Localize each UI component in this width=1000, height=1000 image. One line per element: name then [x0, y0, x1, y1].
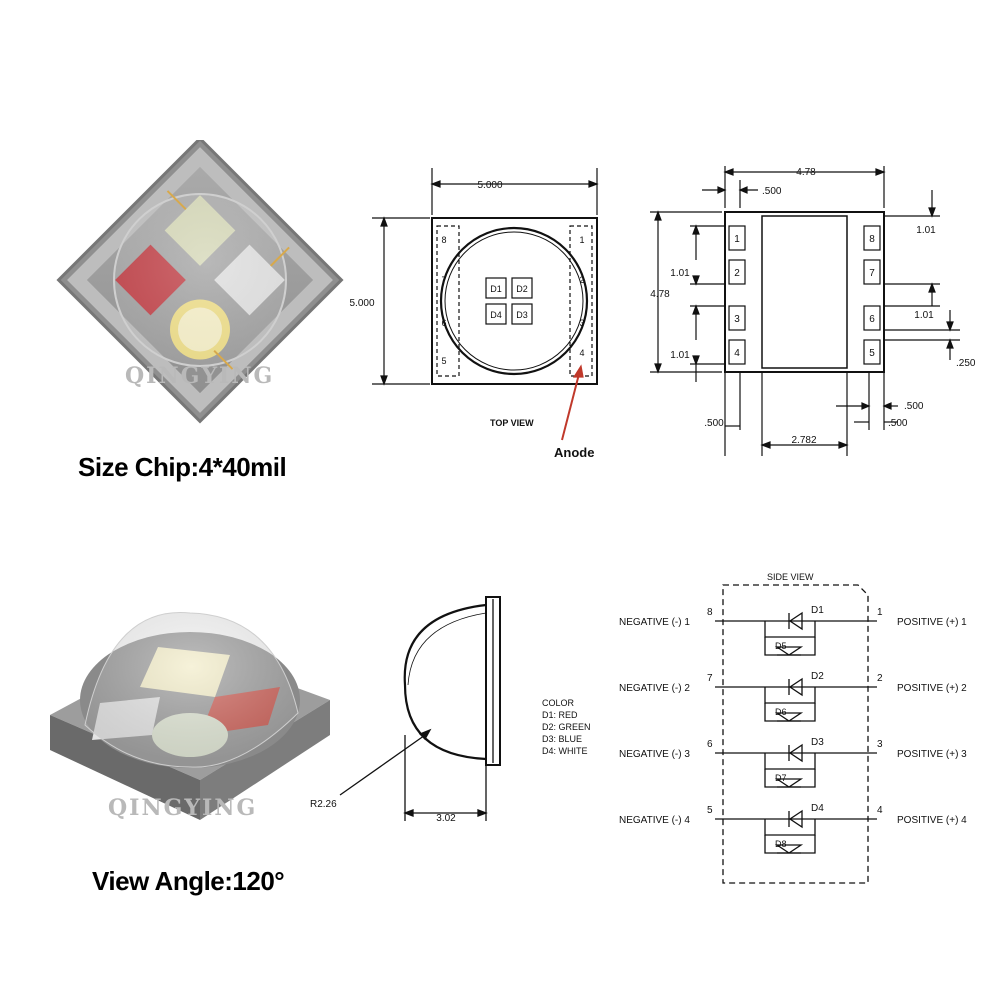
pin-number: 7	[707, 673, 713, 684]
pin-number: 5	[707, 805, 713, 816]
pin-label: 2	[579, 275, 584, 285]
pad-offset-dim: .500	[762, 186, 782, 197]
pad-number: 6	[869, 314, 875, 325]
die-label: D1	[490, 284, 502, 294]
pin-label: 5	[441, 356, 446, 366]
die-label: D2	[516, 284, 528, 294]
pad-pitch-dim: 1.01	[916, 225, 936, 236]
pad-bottom-dim: .500	[888, 418, 908, 429]
pad-layout-drawing: 4.78 .500 4.78 1 2 3 4 8 7 6 5 1.01 1.01…	[650, 166, 976, 456]
channel-2-circuit	[715, 677, 877, 722]
pad-bottom-dim: .500	[904, 401, 924, 412]
pin-number: 3	[877, 739, 883, 750]
led-designator: D1	[811, 605, 824, 616]
led-designator: D3	[811, 737, 824, 748]
led-designator: D4	[811, 803, 824, 814]
pad-number: 8	[869, 234, 875, 245]
tvs-designator: D5	[775, 641, 787, 651]
pin-label: 4	[579, 348, 584, 358]
positive-terminal-label: POSITIVE (+) 2	[897, 683, 967, 694]
channel-4-circuit	[715, 809, 877, 854]
side-view-label: SIDE VIEW	[767, 572, 814, 582]
led-designator: D2	[811, 671, 824, 682]
negative-terminal-label: NEGATIVE (-) 3	[619, 749, 690, 760]
pad-edge-dim: .250	[956, 358, 976, 369]
positive-terminal-label: POSITIVE (+) 3	[897, 749, 967, 760]
led-package-photo-top: QINGYING	[56, 140, 344, 424]
pad-height-dim: 4.78	[650, 289, 670, 300]
pad-bottom-dim: .500	[704, 418, 724, 429]
tvs-designator: D7	[775, 773, 787, 783]
color-legend-title: COLOR	[542, 698, 575, 708]
pin-number: 1	[877, 607, 883, 618]
pad-number: 1	[734, 234, 740, 245]
lens-height-dim: 3.02	[436, 813, 456, 824]
pin-number: 8	[707, 607, 713, 618]
channel-1-circuit	[715, 611, 877, 656]
negative-terminal-label: NEGATIVE (-) 1	[619, 617, 690, 628]
color-legend-item: D3: BLUE	[542, 734, 582, 744]
led-package-photo-angled: QINGYING	[50, 612, 330, 821]
circuit-schematic: SIDE VIEW NEGATIVE (-) 1 8 1 POSITIVE (+…	[619, 572, 967, 884]
pad-number: 3	[734, 314, 740, 325]
lens-side-view-drawing: R2.26 3.02 COLOR D1: RED D2: GREEN D3: B…	[310, 596, 591, 824]
pad-pitch-dim: 1.01	[670, 350, 690, 361]
pin-number: 2	[877, 673, 883, 684]
top-view-label: TOP VIEW	[490, 418, 534, 428]
color-legend-item: D2: GREEN	[542, 722, 591, 732]
pad-bottom-dim: 2.782	[791, 435, 816, 446]
positive-terminal-label: POSITIVE (+) 1	[897, 617, 967, 628]
pin-number: 4	[877, 805, 883, 816]
color-legend-item: D1: RED	[542, 710, 578, 720]
die-label: D3	[516, 310, 528, 320]
color-legend-item: D4: WHITE	[542, 746, 588, 756]
pin-label: 6	[441, 318, 446, 328]
pad-number: 5	[869, 348, 875, 359]
watermark-text: QINGYING	[108, 795, 257, 821]
tvs-designator: D8	[775, 839, 787, 849]
anode-label: Anode	[554, 445, 594, 460]
pad-pitch-dim: 1.01	[670, 268, 690, 279]
pin-label: 3	[579, 318, 584, 328]
lens-radius-dim: R2.26	[310, 799, 337, 810]
top-view-drawing: 5.000 5.000 8 7 6 5 1 2 3 4 D1 D2 D4 D3 …	[349, 168, 599, 460]
pad-width-dim: 4.78	[796, 167, 816, 178]
pin-label: 8	[441, 235, 446, 245]
die-label: D4	[490, 310, 502, 320]
negative-terminal-label: NEGATIVE (-) 2	[619, 683, 690, 694]
pin-label: 7	[441, 275, 446, 285]
tvs-designator: D6	[775, 707, 787, 717]
pin-label: 1	[579, 235, 584, 245]
watermark-text: QINGYING	[125, 363, 274, 389]
top-height-dim: 5.000	[349, 298, 374, 309]
pad-pitch-dim: 1.01	[914, 310, 934, 321]
pad-number: 2	[734, 268, 740, 279]
pin-number: 6	[707, 739, 713, 750]
pad-number: 7	[869, 268, 875, 279]
chip-size-caption: Size Chip:4*40mil	[78, 452, 287, 482]
negative-terminal-label: NEGATIVE (-) 4	[619, 815, 690, 826]
view-angle-caption: View Angle:120°	[92, 866, 285, 896]
positive-terminal-label: POSITIVE (+) 4	[897, 815, 967, 826]
channel-3-circuit	[715, 743, 877, 788]
pad-number: 4	[734, 348, 740, 359]
top-width-dim: 5.000	[477, 180, 502, 191]
